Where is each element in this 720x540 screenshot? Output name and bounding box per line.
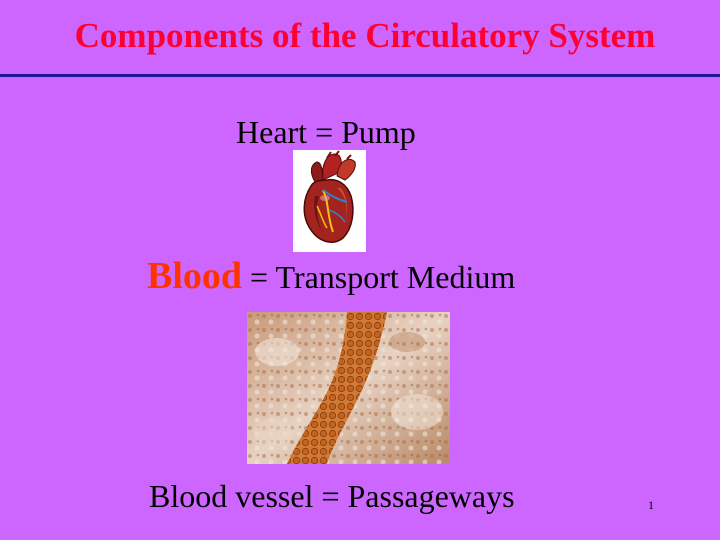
blood-label: Blood = Transport Medium — [147, 257, 515, 296]
blood-word: Blood — [147, 255, 243, 297]
heart-illustration — [293, 150, 366, 252]
title-divider — [0, 74, 720, 77]
vessel-label: Blood vessel = Passageways — [149, 478, 515, 514]
page-number: 1 — [648, 498, 654, 512]
slide-title: Components of the Circulatory System — [74, 16, 656, 55]
blood-micrograph — [247, 312, 450, 464]
heart-label: Heart = Pump — [236, 114, 416, 150]
blood-definition: = Transport Medium — [242, 259, 516, 295]
